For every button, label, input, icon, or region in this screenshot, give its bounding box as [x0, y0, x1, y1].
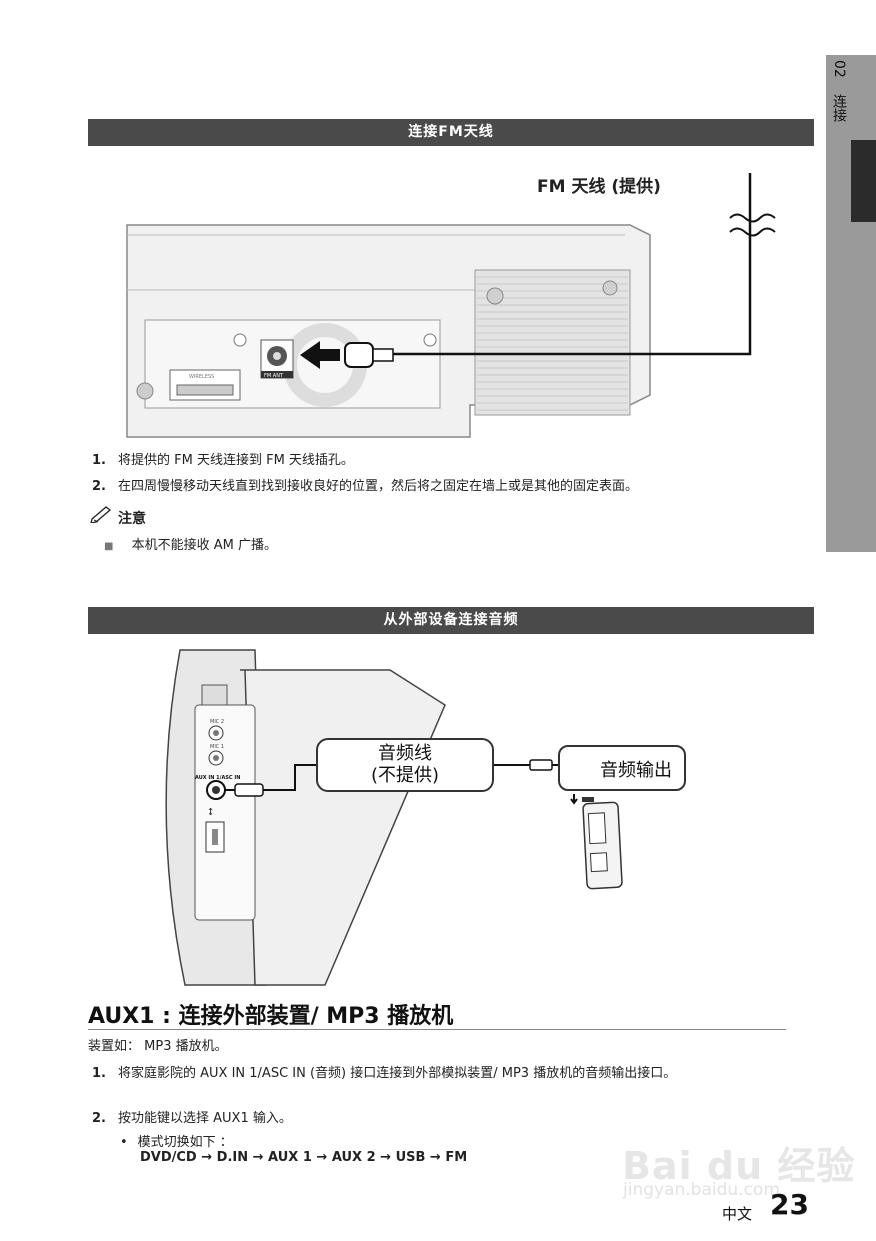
pencil-icon [90, 506, 112, 523]
device-example: 装置如： MP3 播放机。 [88, 1039, 228, 1054]
audio-cable-callout: 音频线 (不提供) [316, 738, 494, 792]
fm-step-2: 2.在四周慢慢移动天线直到找到接收良好的位置，然后将之固定在墙上或是其他的固定表… [92, 479, 639, 494]
wireless-port-label: WIRELESS [189, 374, 214, 380]
usb-icon: ⭥ [208, 807, 213, 818]
title-rule [88, 1029, 786, 1030]
fm-step-1: 1.将提供的 FM 天线连接到 FM 天线插孔。 [92, 453, 354, 468]
note-item: ■ 本机不能接收 AM 广播。 [104, 538, 277, 553]
audio-output-callout: 音频输出 [558, 745, 686, 791]
audio-section-header: 从外部设备连接音频 [88, 607, 814, 634]
square-bullet-icon: ■ [104, 541, 114, 552]
fm-antenna-illustration: FM ANT WIRELESS [126, 173, 776, 438]
side-tab-text: 02 连接 [828, 60, 850, 122]
aux-step-2: 2.按功能键以选择 AUX1 输入。 [92, 1111, 292, 1126]
side-tab-marker [851, 140, 876, 222]
fm-section-header: 连接FM天线 [88, 119, 814, 146]
aux-step-1: 1.将家庭影院的 AUX IN 1/ASC IN (音频) 接口连接到外部模拟装… [92, 1066, 677, 1081]
mic1-label: MIC 1 [210, 744, 224, 750]
note-title: 注意 [118, 511, 146, 527]
bullet-dot-icon: • [120, 1135, 128, 1150]
baidu-watermark: Bai du 经验 [622, 1144, 856, 1188]
fm-antenna-label: FM 天线 (提供) [537, 177, 661, 197]
page-number: 23 [770, 1188, 809, 1221]
chapter-label: 连接 [831, 94, 847, 123]
chapter-number: 02 [831, 60, 847, 78]
mode-sequence: DVD/CD → D.IN → AUX 1 → AUX 2 → USB → FM [140, 1150, 468, 1165]
baidu-watermark-url: jingyan.baidu.com [623, 1180, 780, 1200]
fm-ant-jack-label: FM ANT [264, 373, 284, 379]
mic2-label: MIC 2 [210, 719, 224, 725]
chapter-side-tab [826, 55, 876, 552]
mode-bullet: •模式切换如下 ： [120, 1135, 233, 1150]
aux-section-title: AUX1 : 连接外部装置/ MP3 播放机 [88, 1004, 454, 1029]
aux-connection-illustration: MIC 2 MIC 1 AUX IN 1/ASC IN ⭥ [165, 649, 623, 986]
aux-in-label: AUX IN 1/ASC IN [195, 775, 240, 781]
footer-language: 中文 [722, 1205, 753, 1223]
